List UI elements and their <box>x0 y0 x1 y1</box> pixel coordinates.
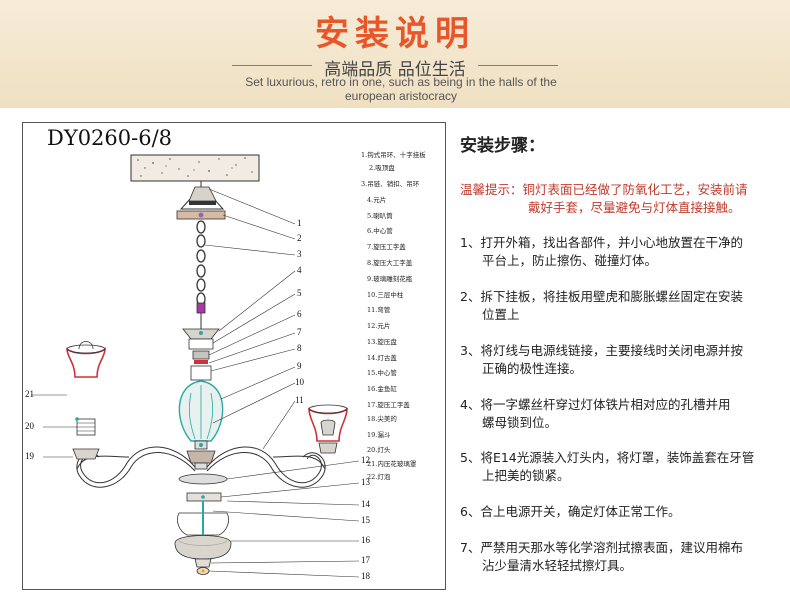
subtitle-english-line-1: Set luxurious, retro in one, such as bei… <box>245 75 557 89</box>
step-line-2: 上把美的锁紧。 <box>482 468 570 483</box>
subtitle-english: Set luxurious, retro in one, such as bei… <box>236 75 566 103</box>
step-line-1: 6、合上电源开关，确定灯体正常工作。 <box>460 504 681 519</box>
assembly-diagram: DY0260-6/8 <box>22 122 446 590</box>
part-item: 4.元片 <box>367 196 387 204</box>
subtitle-chinese: 高端品质 品位生活 <box>324 60 466 80</box>
step-item: 7、严禁用天那水等化学溶剂拭擦表面，建议用棉布 沾少量清水轻轻拭擦灯具。 <box>460 539 778 575</box>
step-item: 1、打开外箱，找出各部件，并小心地放置在干净的 平台上，防止擦伤、碰撞灯体。 <box>460 234 778 270</box>
part-item: 13.旋压盘 <box>367 338 397 346</box>
callout-13: 13 <box>361 477 370 487</box>
part-item: 8.旋压大工字盖 <box>367 259 413 267</box>
divider-right <box>478 65 558 66</box>
chain <box>196 220 206 306</box>
step-line-2: 平台上，防止擦伤、碰撞灯体。 <box>482 253 658 268</box>
header-banner: 安装说明 高端品质 品位生活 Set luxurious, retro in o… <box>0 0 790 108</box>
callout-18: 18 <box>361 571 370 581</box>
callout-20: 20 <box>25 421 34 431</box>
callout-12: 12 <box>361 455 370 465</box>
part-item: 21.内压花玻璃罩 <box>367 460 417 468</box>
subtitle-english-line-2: european aristocracy <box>344 89 458 103</box>
part-item: 20.灯头 <box>367 446 391 454</box>
callout-10: 10 <box>295 377 304 387</box>
part-item: 16.金鱼缸 <box>367 385 397 393</box>
callout-2: 2 <box>297 233 302 243</box>
part-item: 2.吸顶盘 <box>369 164 395 172</box>
part-item: 10.三层中柱 <box>367 291 404 299</box>
step-line-2: 沾少量清水轻轻拭擦灯具。 <box>482 558 633 573</box>
part-item: 9.玻璃雕刻花瓶 <box>367 275 413 283</box>
right-shade <box>308 404 348 454</box>
ceiling-plate-texture <box>137 157 253 177</box>
part-item: 7.旋压工字盖 <box>367 243 406 251</box>
part-item: 15.中心管 <box>367 369 397 377</box>
page-title: 安装说明 <box>315 14 475 54</box>
callout-6: 6 <box>297 309 302 319</box>
leader-lines <box>31 188 360 578</box>
step-line-1: 4、将一字螺丝杆穿过灯体铁片相对应的孔槽并用 <box>460 397 731 412</box>
step-line-1: 5、将E14光源装入灯头内，将灯罩，装饰盖套在牙管 <box>460 450 755 465</box>
part-item: 3.吊链、销扣、吊环 <box>361 180 420 188</box>
part-item: 5.喇叭筒 <box>367 212 393 220</box>
divider-left <box>232 65 312 66</box>
step-item: 2、拆下挂板，将挂板用壁虎和膨胀螺丝固定在安装 位置上 <box>460 288 778 324</box>
callout-11: 11 <box>295 395 304 405</box>
step-item: 3、将灯线与电源线链接，主要接线时关闭电源并按 正确的极性连接。 <box>460 342 778 378</box>
callout-1: 1 <box>297 218 302 228</box>
step-line-2: 位置上 <box>482 307 520 322</box>
chandelier-drawing <box>31 154 360 578</box>
part-item: 22.灯泡 <box>367 473 391 481</box>
step-line-1: 2、拆下挂板，将挂板用壁虎和膨胀螺丝固定在安装 <box>460 289 743 304</box>
warm-tip: 温馨提示：铜灯表面已经做了防氧化工艺，安装前请 戴好手套，尽量避免与灯体直接接触… <box>460 181 770 217</box>
part-item: 6.中心管 <box>367 227 393 235</box>
step-item: 6、合上电源开关，确定灯体正常工作。 <box>460 503 778 521</box>
part-item: 18.尖美的 <box>367 415 397 423</box>
part-item: 19.漏斗 <box>367 431 391 439</box>
callout-7: 7 <box>297 327 302 337</box>
callout-16: 16 <box>361 535 370 545</box>
callout-14: 14 <box>361 499 370 509</box>
callout-17: 17 <box>361 555 370 565</box>
callout-8: 8 <box>297 343 302 353</box>
callout-3: 3 <box>297 249 302 259</box>
tip-line-1: 温馨提示：铜灯表面已经做了防氧化工艺，安装前请 <box>460 182 748 197</box>
part-item: 17.旋压工字盖 <box>367 401 410 409</box>
step-line-2: 螺母锁到位。 <box>482 415 558 430</box>
callout-15: 15 <box>361 515 370 525</box>
part-item: 12.元片 <box>367 322 391 330</box>
model-number: DY0260-6/8 <box>47 126 173 150</box>
part-item: 11.弯管 <box>367 306 391 314</box>
part-item: 1.钩式吊环、十字挂板 <box>361 151 426 159</box>
callout-19: 19 <box>25 451 34 461</box>
part-item: 14.灯古盖 <box>367 354 397 362</box>
step-line-1: 7、严禁用天那水等化学溶剂拭擦表面，建议用棉布 <box>460 540 743 555</box>
callout-21: 21 <box>25 389 34 399</box>
steps-heading: 安装步骤： <box>460 136 545 156</box>
ceiling-plate <box>130 154 260 182</box>
callout-5: 5 <box>297 288 302 298</box>
step-line-1: 3、将灯线与电源线链接，主要接线时关闭电源并按 <box>460 343 743 358</box>
left-shade <box>66 341 106 460</box>
step-line-1: 1、打开外箱，找出各部件，并小心地放置在干净的 <box>460 235 743 250</box>
step-item: 4、将一字螺丝杆穿过灯体铁片相对应的孔槽并用 螺母锁到位。 <box>460 396 778 432</box>
step-line-2: 正确的极性连接。 <box>482 361 583 376</box>
callout-9: 9 <box>297 361 302 371</box>
tip-line-2: 戴好手套，尽量避免与灯体直接接触。 <box>528 200 741 215</box>
step-item: 5、将E14光源装入灯头内，将灯罩，装饰盖套在牙管 上把美的锁紧。 <box>460 449 778 485</box>
callout-4: 4 <box>297 265 302 275</box>
